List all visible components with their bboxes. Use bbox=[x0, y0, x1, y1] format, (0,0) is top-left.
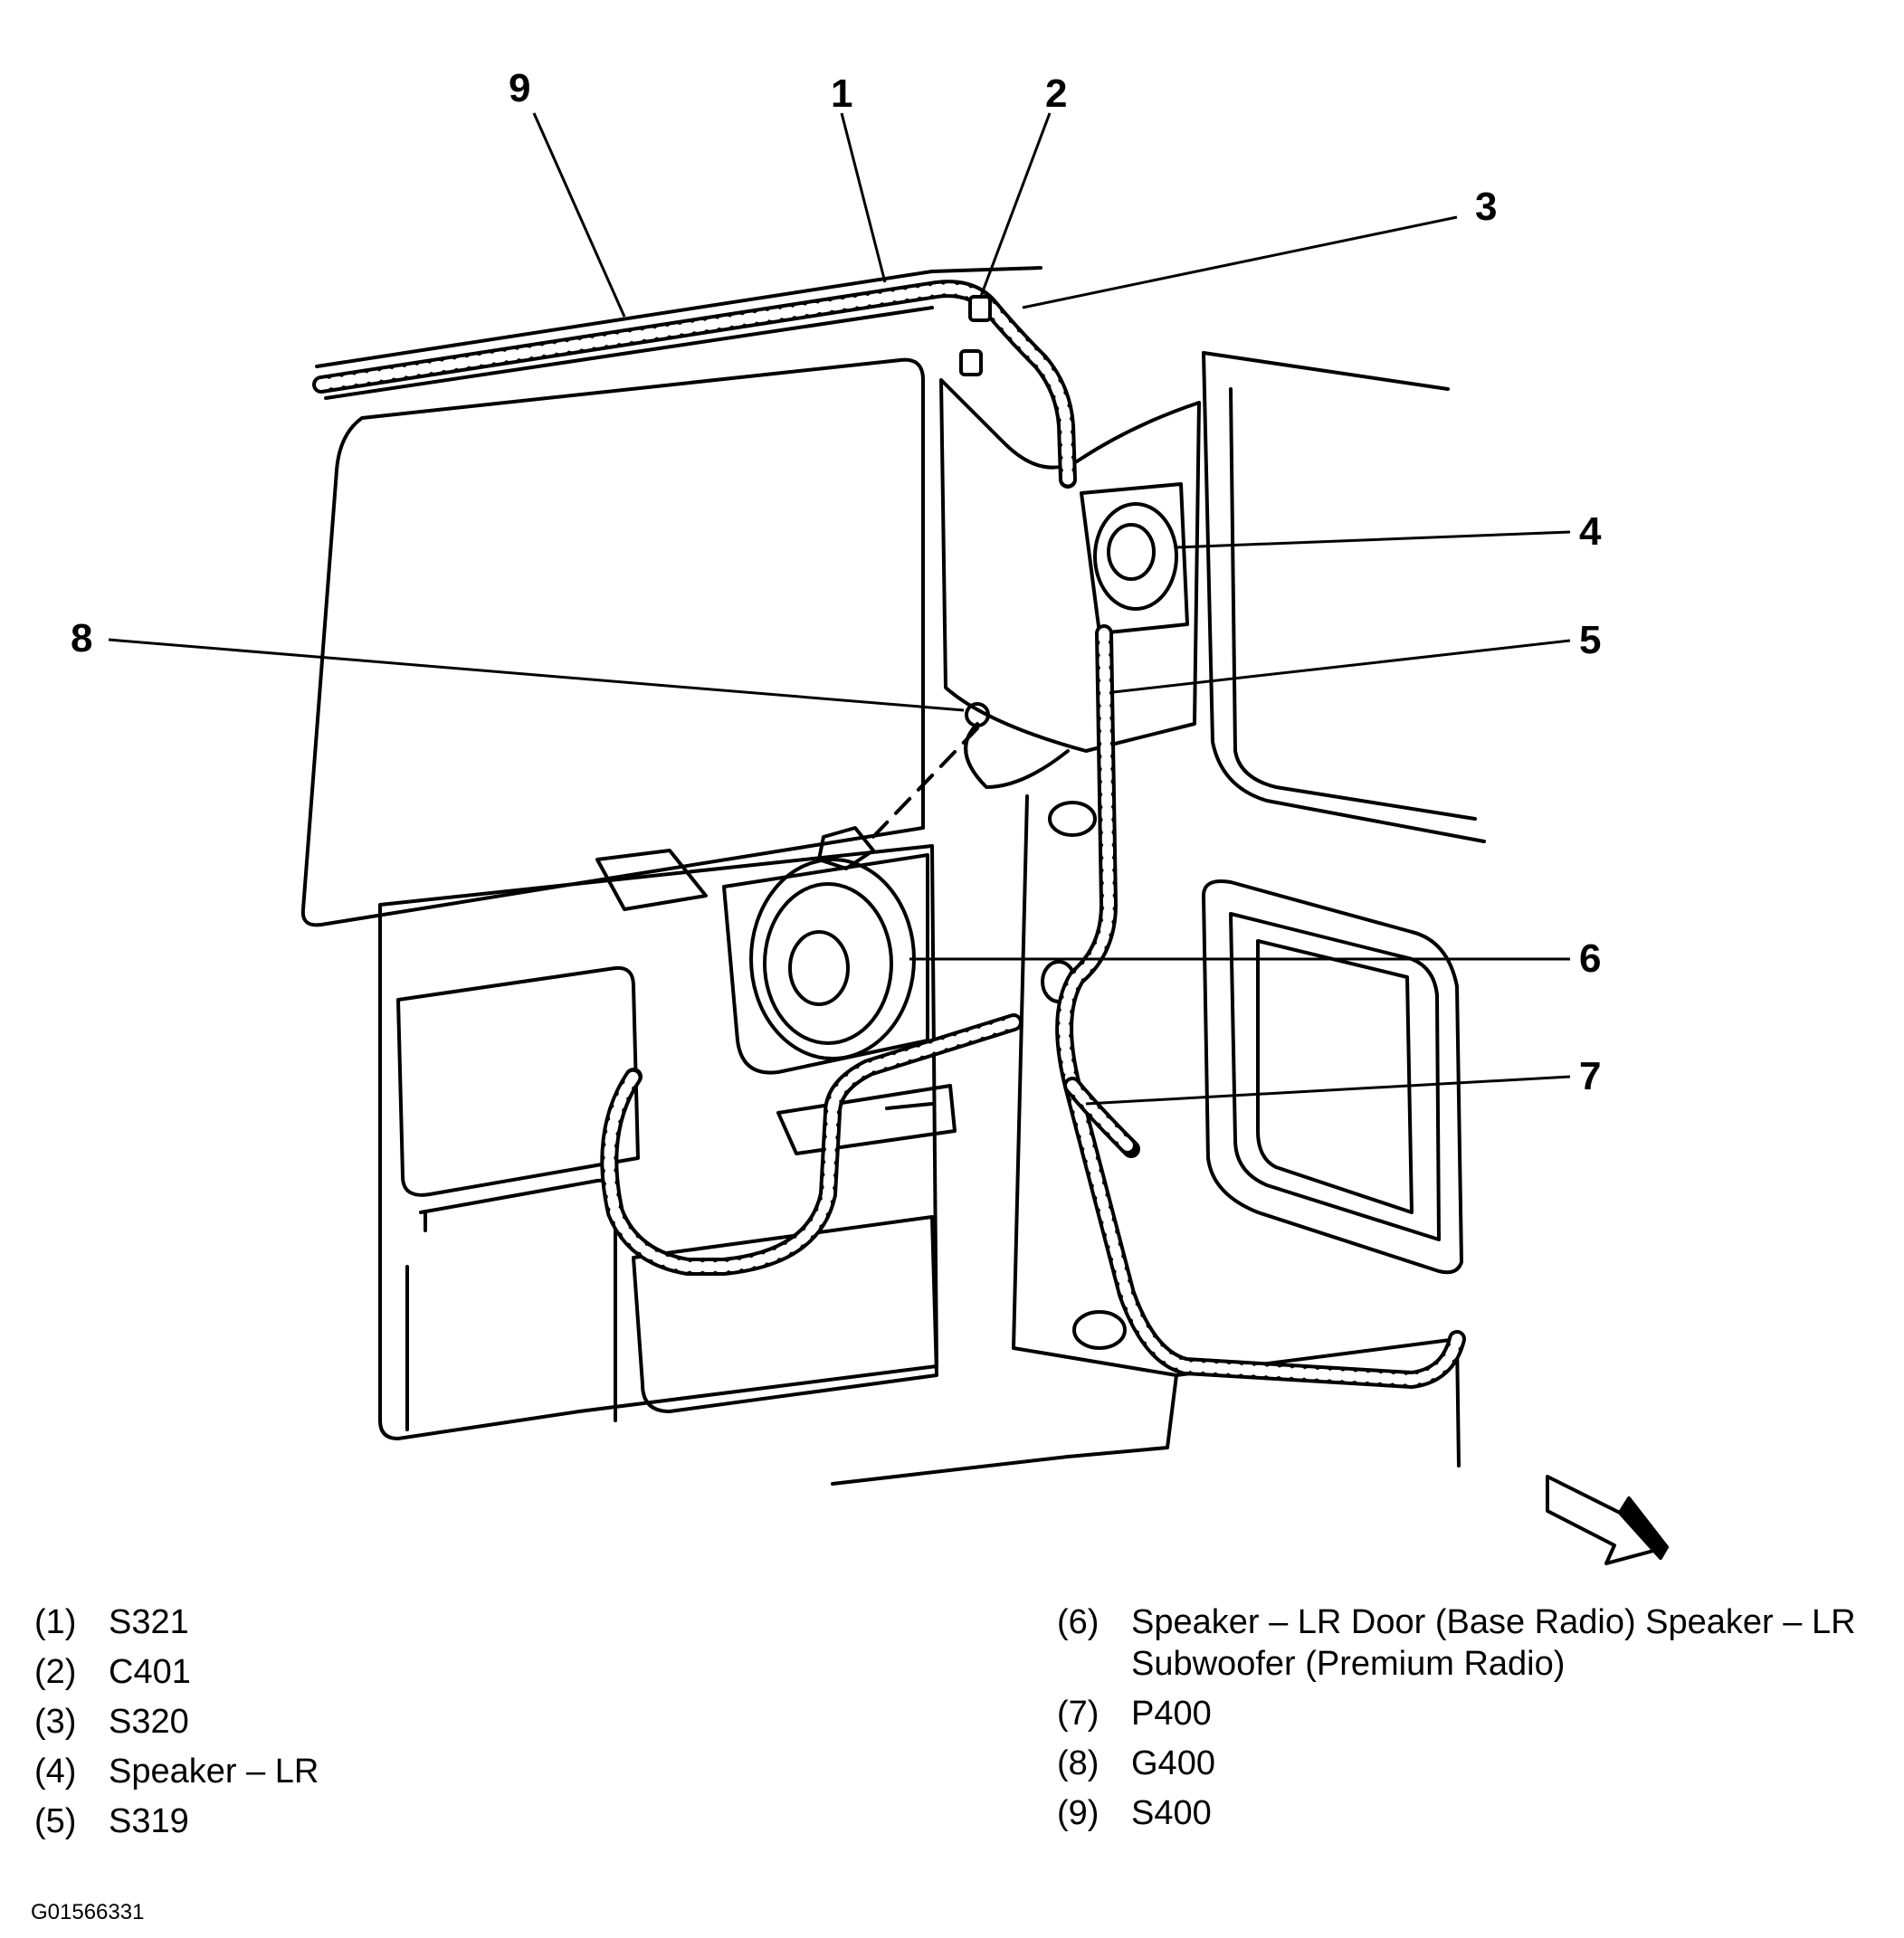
legend-item: (8)G400 bbox=[1057, 1744, 1215, 1782]
leader-8 bbox=[108, 638, 965, 712]
callout-8: 8 bbox=[71, 616, 92, 660]
pillar-panel bbox=[939, 378, 1201, 753]
leader-7 bbox=[1085, 1075, 1571, 1106]
figure-id: G01566331 bbox=[31, 1900, 145, 1924]
callout-6: 6 bbox=[1579, 936, 1601, 981]
callout-1: 1 bbox=[831, 71, 852, 116]
callout-3: 3 bbox=[1475, 185, 1497, 229]
callout-7: 7 bbox=[1579, 1054, 1601, 1098]
leader-2 bbox=[978, 112, 1052, 299]
legend-item: (4)Speaker – LR bbox=[34, 1753, 319, 1791]
ground-bolt bbox=[817, 702, 1070, 870]
legend-left: (1)S321 (2)C401 (3)S320 (4)Speaker – LR … bbox=[34, 1601, 319, 1850]
inner-panel bbox=[378, 844, 938, 1440]
callout-5: 5 bbox=[1579, 618, 1601, 662]
legend-item: (6)Speaker – LR Door (Base Radio) Speake… bbox=[1057, 1603, 1856, 1683]
legend-item: (7)P400 bbox=[1057, 1695, 1212, 1733]
rear-door-opening bbox=[1202, 879, 1463, 1275]
wiring-diagram: 1 2 3 4 5 6 7 8 9 bbox=[71, 66, 1669, 1565]
legend-item: (2)C401 bbox=[34, 1653, 191, 1691]
harness-roof bbox=[312, 280, 1077, 489]
roof-line bbox=[315, 266, 1042, 368]
callout-9: 9 bbox=[509, 66, 530, 110]
lower-speaker-mount bbox=[722, 853, 929, 1075]
legend-item: (3)S320 bbox=[34, 1703, 189, 1741]
rear-window bbox=[300, 357, 925, 927]
leader-3 bbox=[1022, 215, 1458, 309]
legend-right: (6)Speaker – LR Door (Base Radio) Speake… bbox=[1057, 1601, 1891, 1842]
callout-4: 4 bbox=[1579, 509, 1602, 554]
callout-2: 2 bbox=[1045, 71, 1067, 116]
leader-1 bbox=[840, 112, 887, 283]
connector-c401 bbox=[959, 295, 992, 376]
direction-arrow-icon bbox=[1546, 1475, 1669, 1565]
leader-5 bbox=[1112, 639, 1571, 694]
upper-speaker bbox=[1080, 482, 1189, 635]
legend-item: (9)S400 bbox=[1057, 1794, 1212, 1832]
lower-speaker bbox=[749, 858, 916, 1060]
leader-4 bbox=[1176, 530, 1571, 549]
leader-9 bbox=[532, 112, 626, 318]
legend-item: (1)S321 bbox=[34, 1603, 189, 1641]
legend-item: (5)S319 bbox=[34, 1802, 189, 1840]
